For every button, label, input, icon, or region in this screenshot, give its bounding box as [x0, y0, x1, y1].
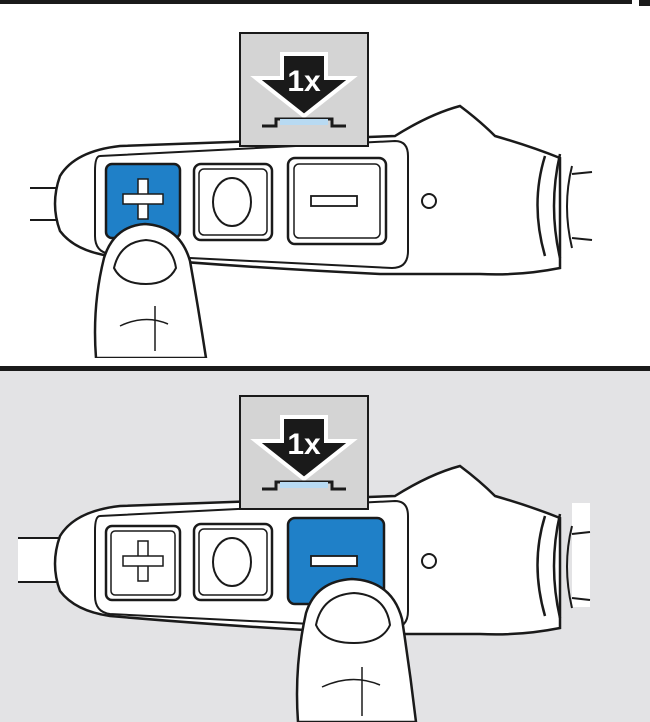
status-led	[421, 553, 437, 569]
cable-left	[18, 537, 60, 583]
multifunction-button[interactable]	[192, 522, 274, 602]
cable-left	[30, 187, 60, 221]
badge-label: 1x	[287, 65, 321, 98]
volume-down-button[interactable]	[286, 156, 388, 246]
finger-icon	[295, 577, 418, 722]
volume-up-button[interactable]	[104, 162, 182, 240]
top-divider	[0, 0, 632, 4]
circle-icon	[212, 177, 252, 227]
cable-right	[572, 503, 590, 607]
circle-icon	[212, 537, 252, 587]
step-1-panel: 1x	[0, 6, 650, 358]
press-once-badge: 1x	[239, 32, 369, 147]
panel-separator	[0, 366, 650, 371]
minus-icon	[310, 555, 358, 567]
press-once-badge: 1x	[239, 395, 369, 510]
step-2-panel: 1x	[0, 371, 650, 722]
press-arrow-icon	[250, 415, 358, 482]
plus-icon	[122, 540, 164, 582]
connector-collar	[536, 513, 591, 619]
plus-icon	[122, 178, 164, 220]
multifunction-button[interactable]	[192, 162, 274, 242]
minus-icon	[310, 195, 358, 207]
top-divider-end	[639, 0, 650, 10]
button-bezel	[94, 139, 409, 270]
badge-label: 1x	[287, 428, 321, 461]
press-arrow-icon	[250, 52, 358, 119]
connector-collar	[536, 153, 593, 259]
finger-icon	[93, 222, 208, 358]
volume-up-button[interactable]	[104, 524, 182, 602]
status-led	[421, 193, 437, 209]
